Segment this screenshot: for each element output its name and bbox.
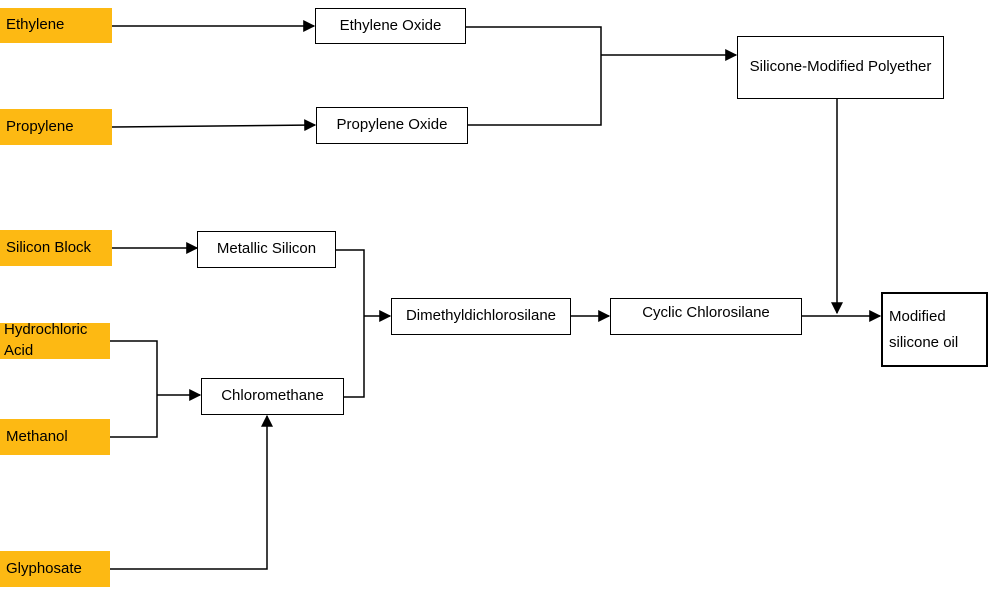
raw-hydrochloric-acid: Hydrochloric Acid bbox=[0, 321, 110, 359]
raw-silicon-block: Silicon Block bbox=[0, 230, 112, 266]
raw-methanol-label: Methanol bbox=[6, 427, 68, 445]
box-propylene-oxide-label: Propylene Oxide bbox=[336, 116, 448, 134]
raw-methanol: Methanol bbox=[0, 419, 110, 455]
line-methanol-merge bbox=[110, 395, 158, 438]
box-silicone-modified-polyether: Silicone-Modified Polyether bbox=[737, 36, 944, 99]
box-chloromethane-label: Chloromethane bbox=[221, 387, 324, 405]
raw-silicon-block-label: Silicon Block bbox=[6, 238, 92, 256]
arrow-glyphosate-to-chloromethane bbox=[110, 414, 273, 570]
line-metallic-silicon-merge bbox=[336, 249, 365, 316]
line-ethylene-oxide-merge bbox=[466, 26, 602, 55]
box-metallic-silicon: Metallic Silicon bbox=[197, 231, 336, 268]
line-chloromethane-merge bbox=[344, 316, 365, 398]
box-modified-silicone-oil-label: Modified silicone oil bbox=[889, 307, 959, 351]
line-hydrochloric-acid-merge bbox=[110, 340, 158, 395]
box-dimethyldichlorosilane-label: Dimethyldichlorosilane bbox=[405, 307, 557, 325]
raw-hydrochloric-acid-label: Hydrochloric Acid bbox=[4, 321, 88, 359]
box-ethylene-oxide: Ethylene Oxide bbox=[315, 8, 466, 44]
box-modified-silicone-oil: Modified silicone oil bbox=[881, 292, 988, 367]
raw-propylene: Propylene bbox=[0, 109, 112, 145]
raw-propylene-label: Propylene bbox=[6, 117, 74, 135]
box-cyclic-chlorosilane: Cyclic Chlorosilane bbox=[610, 298, 802, 335]
box-cyclic-chlorosilane-label: Cyclic Chlorosilane bbox=[642, 304, 770, 322]
box-dimethyldichlorosilane: Dimethyldichlorosilane bbox=[391, 298, 571, 335]
raw-ethylene: Ethylene bbox=[0, 8, 112, 43]
box-silicone-modified-polyether-label: Silicone-Modified Polyether bbox=[749, 58, 932, 76]
box-metallic-silicon-label: Metallic Silicon bbox=[216, 240, 317, 258]
raw-ethylene-label: Ethylene bbox=[6, 16, 65, 34]
raw-glyphosate: Glyphosate bbox=[0, 551, 110, 587]
box-propylene-oxide: Propylene Oxide bbox=[316, 107, 468, 144]
line-propylene-oxide-merge bbox=[468, 55, 602, 126]
arrow-propylene-to-propylene-oxide bbox=[111, 119, 317, 132]
box-ethylene-oxide-label: Ethylene Oxide bbox=[339, 16, 442, 34]
box-chloromethane: Chloromethane bbox=[201, 378, 344, 415]
raw-glyphosate-label: Glyphosate bbox=[6, 559, 82, 577]
